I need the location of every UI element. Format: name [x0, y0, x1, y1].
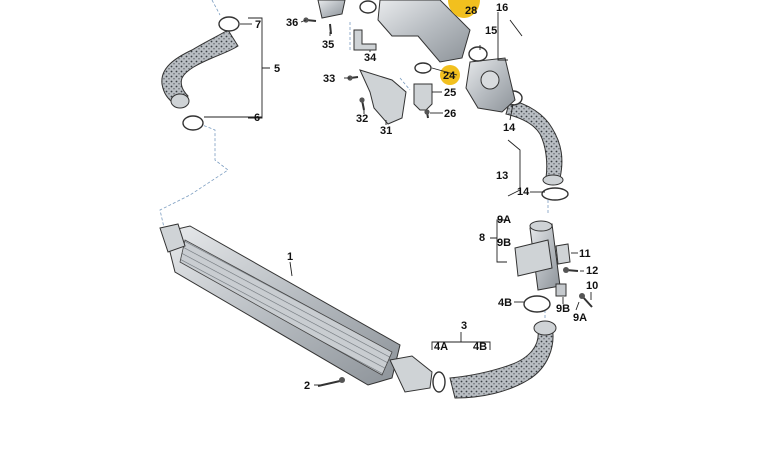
label-part-8: 8: [479, 232, 485, 244]
upper-left-hose: [161, 29, 239, 109]
clamp-part-14-lower: [541, 187, 569, 201]
label-part-7: 7: [255, 19, 261, 31]
label-part-10: 10: [586, 280, 598, 292]
flange-part-25: [413, 62, 433, 111]
part-labels: 1 2 3 4A 4B 4B 5 6 7 8 9A 9B 9B 9A 10 11…: [254, 2, 598, 392]
label-part-4b: 4B: [473, 341, 487, 353]
bracket-part-34: [353, 29, 377, 51]
label-part-9a-lower: 9A: [573, 312, 587, 324]
label-part-14-upper: 14: [503, 122, 516, 134]
bolt-part-12: [563, 267, 579, 273]
label-part-3: 3: [461, 320, 467, 332]
label-part-33: 33: [323, 73, 335, 85]
label-part-9a: 9A: [497, 214, 511, 226]
label-part-34: 34: [364, 52, 377, 64]
clamp-part-6: [182, 115, 204, 131]
connector-pipe: [514, 220, 561, 291]
bolt-part-2: [317, 377, 345, 387]
bolt-part-26: [424, 109, 430, 119]
sensor-part-11: [555, 243, 571, 265]
label-part-2: 2: [304, 380, 310, 392]
throttle-housing: [465, 57, 516, 113]
label-part-35: 35: [322, 39, 334, 51]
label-part-26: 26: [444, 108, 456, 120]
label-part-36: 36: [286, 17, 298, 29]
label-part-32: 32: [356, 113, 368, 125]
highlight-badge-28: [448, 0, 480, 18]
gasket-part-15: [468, 46, 488, 62]
label-part-5: 5: [274, 63, 280, 75]
label-part-9b-lower: 9B: [556, 303, 570, 315]
label-part-1: 1: [287, 251, 293, 263]
label-part-15: 15: [485, 25, 497, 37]
bolt-part-32: [359, 97, 365, 111]
clamp-part-4a: [432, 371, 446, 393]
clamp-part-4b: [523, 295, 551, 313]
label-part-24: 24: [443, 70, 456, 82]
label-part-25: 25: [444, 87, 456, 99]
label-part-13: 13: [496, 170, 508, 182]
intercooler: [159, 223, 433, 393]
label-part-31: 31: [380, 125, 392, 137]
label-part-28: 28: [465, 5, 477, 17]
label-part-11: 11: [579, 248, 591, 260]
grouping-braces: [248, 12, 523, 350]
bracket-part-31: [359, 69, 407, 125]
upper-right-hose: [505, 99, 564, 186]
intake-manifold: [317, 0, 471, 63]
highlight-badge-24: [440, 65, 460, 85]
label-part-14-lower: 14: [517, 186, 530, 198]
label-part-4a: 4A: [434, 341, 448, 353]
label-part-4b-lower: 4B: [498, 297, 512, 309]
label-part-16: 16: [496, 2, 508, 14]
plug-part-9b: [555, 283, 567, 297]
bolt-part-35: [329, 23, 332, 35]
label-part-12: 12: [586, 265, 598, 277]
clamp-part-7: [218, 16, 240, 32]
leader-lines: [204, 19, 592, 386]
bolt-part-10: [579, 293, 593, 308]
label-part-6: 6: [254, 112, 260, 124]
label-part-9b: 9B: [497, 237, 511, 249]
lower-right-hose: [449, 320, 557, 399]
